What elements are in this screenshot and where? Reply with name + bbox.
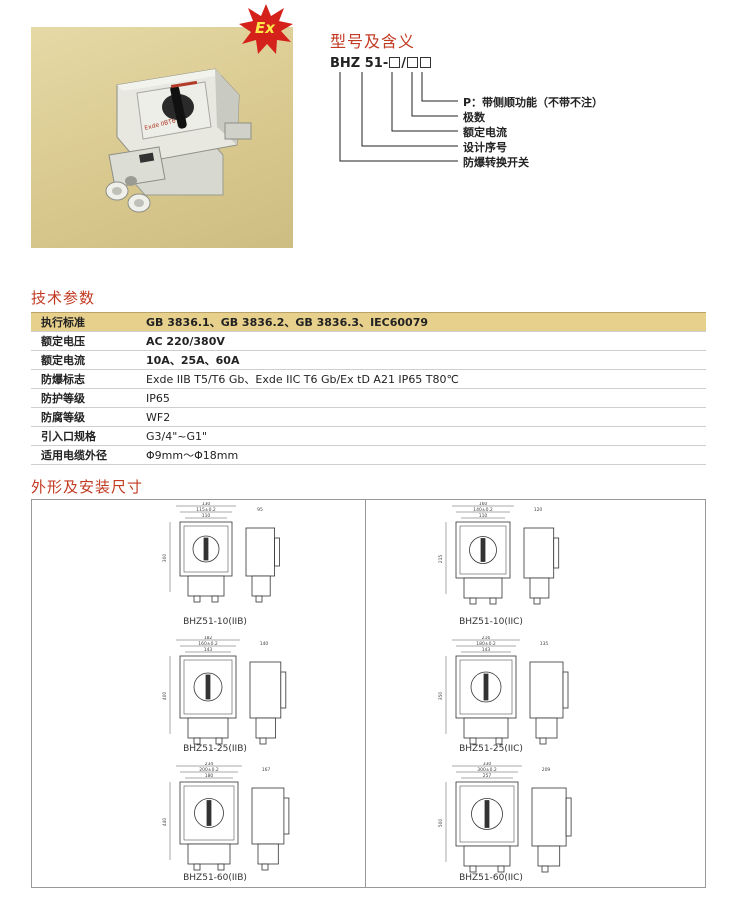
dim-depth: 135	[540, 641, 549, 647]
outline-drawing: 234 200±0.2 180 167 440	[162, 762, 290, 871]
dim-width: 234	[205, 762, 214, 767]
dim-height: 500	[438, 819, 444, 828]
placeholder-box	[419, 57, 431, 68]
ex-badge-text: Ex	[255, 19, 275, 37]
spec-key: 防爆标志	[31, 369, 136, 389]
outline-drawing: 330 300±0.2 257 209 500	[438, 762, 572, 873]
drawing-caption: BHZ51-10(IIB)	[183, 617, 247, 627]
dim-depth: 140	[260, 641, 269, 647]
dim-hole: 180±0.2	[476, 641, 496, 647]
drawing-caption: BHZ51-10(IIC)	[459, 617, 523, 627]
dim-height: 400	[162, 692, 168, 701]
dim-hole: 115±0.2	[196, 507, 216, 513]
dim-inner: 110	[479, 513, 488, 519]
dim-height: 300	[162, 554, 168, 563]
model-code-separator: /	[401, 56, 406, 71]
panel-divider	[365, 500, 366, 887]
dim-inner: 110	[202, 513, 211, 519]
dim-hole: 160±0.2	[198, 641, 218, 647]
dim-height: 215	[438, 555, 444, 564]
spec-value: AC 220/380V	[136, 331, 706, 351]
dim-depth: 167	[262, 767, 271, 773]
specs-section-title: 技术参数	[31, 289, 96, 307]
model-section-title: 型号及含义	[330, 32, 416, 51]
outline-drawing: 160 140±0.2 110 120 215	[438, 502, 560, 605]
spec-value: WF2	[136, 407, 706, 427]
dim-width: 160	[479, 502, 488, 507]
dim-width: 330	[483, 762, 492, 767]
drawing-caption: BHZ51-25(IIC)	[459, 744, 523, 754]
spec-key: 防护等级	[31, 388, 136, 408]
model-code-prefix: BHZ 51-	[330, 56, 389, 71]
spec-value: Exde IIB T5/T6 Gb、Exde IIC T6 Gb/Ex tD A…	[136, 369, 706, 389]
dim-hole: 300±0.2	[477, 767, 497, 773]
drawing-caption: BHZ51-60(IIC)	[459, 873, 523, 883]
dim-depth: 120	[534, 507, 543, 513]
spec-value: 10A、25A、60A	[136, 350, 706, 370]
spec-key: 适用电缆外径	[31, 445, 136, 465]
spec-key: 执行标准	[31, 312, 136, 332]
ex-badge: Ex	[239, 4, 293, 54]
drawing-caption: BHZ51-25(IIB)	[183, 744, 247, 754]
dim-hole: 200±0.2	[199, 767, 219, 773]
meaning-type: 防爆转换开关	[463, 156, 529, 169]
drawings-panel	[31, 499, 706, 888]
dim-depth: 209	[542, 767, 551, 773]
switch-illustration: Exde IIBT6	[105, 68, 252, 213]
spec-value: Φ9mm～Φ18mm	[136, 445, 706, 465]
spec-key: 额定电压	[31, 331, 136, 351]
spec-key: 防腐等级	[31, 407, 136, 427]
meaning-p: P：带侧顺功能（不带不注）	[463, 96, 604, 109]
dim-inner: 143	[204, 647, 213, 653]
placeholder-box	[389, 57, 401, 68]
drawings-section-title: 外形及安装尺寸	[31, 478, 144, 496]
dim-hole: 140±0.2	[473, 507, 493, 513]
dim-inner: 180	[205, 773, 214, 779]
meaning-current: 额定电流	[463, 126, 507, 139]
spec-value: IP65	[136, 388, 706, 408]
outline-drawing: 216 180±0.2 143 135 350	[438, 636, 569, 745]
model-leader-lines	[339, 72, 458, 162]
dim-inner: 143	[482, 647, 491, 653]
drawing-caption: BHZ51-60(IIB)	[183, 873, 247, 883]
dim-height: 350	[438, 692, 444, 701]
dim-width: 130	[202, 502, 211, 507]
placeholder-box	[406, 57, 418, 68]
dim-width: 182	[204, 636, 213, 641]
spec-value: G3/4"~G1"	[136, 426, 706, 446]
product-photo: Exde IIBT6	[31, 27, 293, 248]
dim-depth: 95	[257, 507, 263, 513]
dim-inner: 257	[483, 773, 492, 779]
dim-width: 216	[482, 636, 491, 641]
meaning-serial: 设计序号	[463, 141, 507, 154]
model-code: BHZ 51- /	[330, 56, 432, 71]
spec-value: GB 3836.1、GB 3836.2、GB 3836.3、IEC60079	[136, 312, 706, 332]
spec-key: 引入口规格	[31, 426, 136, 446]
dim-height: 440	[162, 818, 168, 827]
outline-drawing: 182 160±0.2 143 140 400	[162, 636, 287, 745]
meaning-poles: 极数	[463, 111, 485, 124]
spec-key: 额定电流	[31, 350, 136, 370]
outline-drawing: 130 115±0.2 110 95 300	[162, 502, 280, 603]
starburst-icon	[239, 4, 293, 54]
